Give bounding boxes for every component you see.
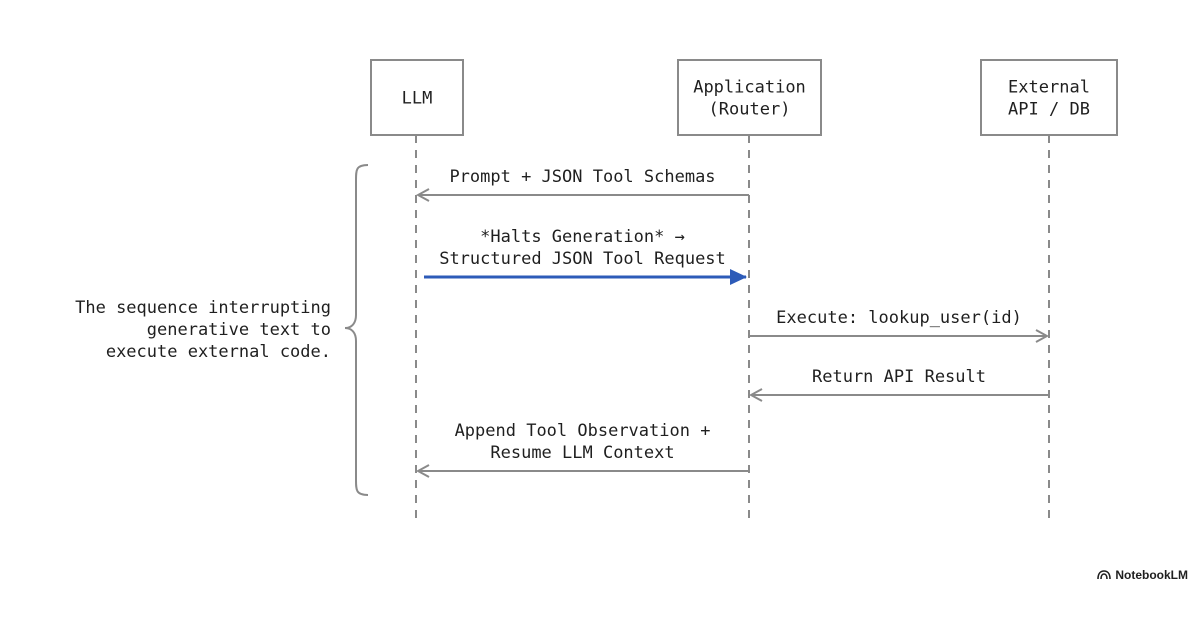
annotation-brace <box>344 164 369 496</box>
participant-box-app <box>677 59 822 136</box>
message-5: Append Tool Observation +Resume LLM Cont… <box>418 421 749 471</box>
message-1: Prompt + JSON Tool Schemas <box>418 167 749 195</box>
participant-box-ext <box>980 59 1118 136</box>
participant-app: Application(Router) <box>677 59 822 136</box>
message-3: Execute: lookup_user(id) <box>749 308 1047 336</box>
participant-label: (Router) <box>709 100 791 120</box>
brand-watermark: NotebookLM <box>1097 568 1188 582</box>
message-label: Structured JSON Tool Request <box>439 249 726 269</box>
annotation-text: The sequence interrupting <box>75 298 331 318</box>
message-label: Prompt + JSON Tool Schemas <box>449 167 715 187</box>
message-label: Return API Result <box>812 367 986 387</box>
participant-llm: LLM <box>370 59 464 136</box>
message-label: Execute: lookup_user(id) <box>776 308 1022 328</box>
annotation-text: generative text to <box>147 320 331 340</box>
message-label: *Halts Generation* → <box>480 227 685 247</box>
participant-label: Application <box>693 78 806 98</box>
participant-box-llm <box>370 59 464 136</box>
message-label: Append Tool Observation + <box>455 421 711 441</box>
brand-label: NotebookLM <box>1115 568 1188 582</box>
annotation-text: execute external code. <box>106 342 331 362</box>
notebooklm-logo-icon <box>1097 570 1112 580</box>
message-4: Return API Result <box>751 367 1049 395</box>
participant-label: LLM <box>402 89 433 109</box>
participant-label: External <box>1008 78 1090 98</box>
message-label: Resume LLM Context <box>490 443 674 463</box>
participant-label: API / DB <box>1008 100 1090 120</box>
message-2: *Halts Generation* →Structured JSON Tool… <box>424 227 747 285</box>
